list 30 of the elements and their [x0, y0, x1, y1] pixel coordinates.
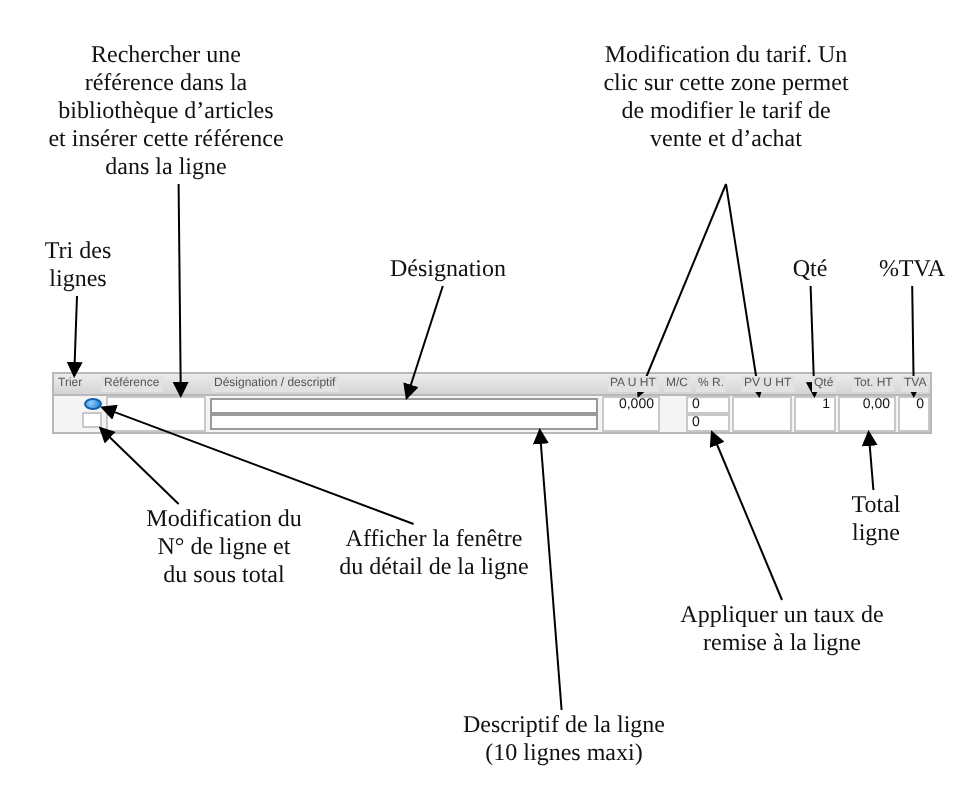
designation-field	[210, 398, 598, 414]
leader-arrow	[709, 430, 783, 601]
table-row-strip	[52, 372, 932, 434]
leader-arrow	[100, 404, 415, 525]
leader-arrow	[98, 426, 180, 505]
callout-text: Appliquer un taux de remise à la ligne	[664, 600, 900, 660]
line-number-cell	[82, 412, 102, 428]
callout-text: Qté	[780, 254, 840, 286]
detail-button	[84, 398, 102, 410]
leader-arrow	[861, 430, 878, 491]
callout-text: Désignation	[368, 254, 528, 286]
callout-text: Rechercher une référence dans la bibliothèque d’articles et insérer cette référence dans la ligne	[48, 40, 284, 184]
leader-arrow	[725, 183, 765, 398]
description-field	[210, 414, 598, 430]
callout-text: Modification du tarif. Un clic sur cette zone permet de modifier le tarif de vente et d’achat	[602, 40, 850, 184]
leader-arrow	[805, 285, 822, 398]
leader-arrow	[532, 428, 563, 711]
leader-arrow	[172, 183, 189, 398]
price-cell	[732, 396, 792, 432]
callout-text: Total ligne	[832, 490, 920, 550]
reference-cell	[106, 396, 206, 432]
callout-text: Afficher la fenêtre du détail de la ligne	[332, 524, 536, 584]
leader-arrow	[905, 285, 922, 398]
callout-text: %TVA	[872, 254, 952, 286]
callout-text: Tri des lignes	[34, 236, 122, 296]
callout-text: Modification du N° de ligne et du sous total	[144, 504, 304, 592]
leader-arrow	[403, 285, 444, 400]
leader-arrow	[636, 183, 727, 398]
leader-arrow	[66, 295, 83, 378]
callout-text: Descriptif de la ligne (10 lignes maxi)	[454, 710, 674, 770]
